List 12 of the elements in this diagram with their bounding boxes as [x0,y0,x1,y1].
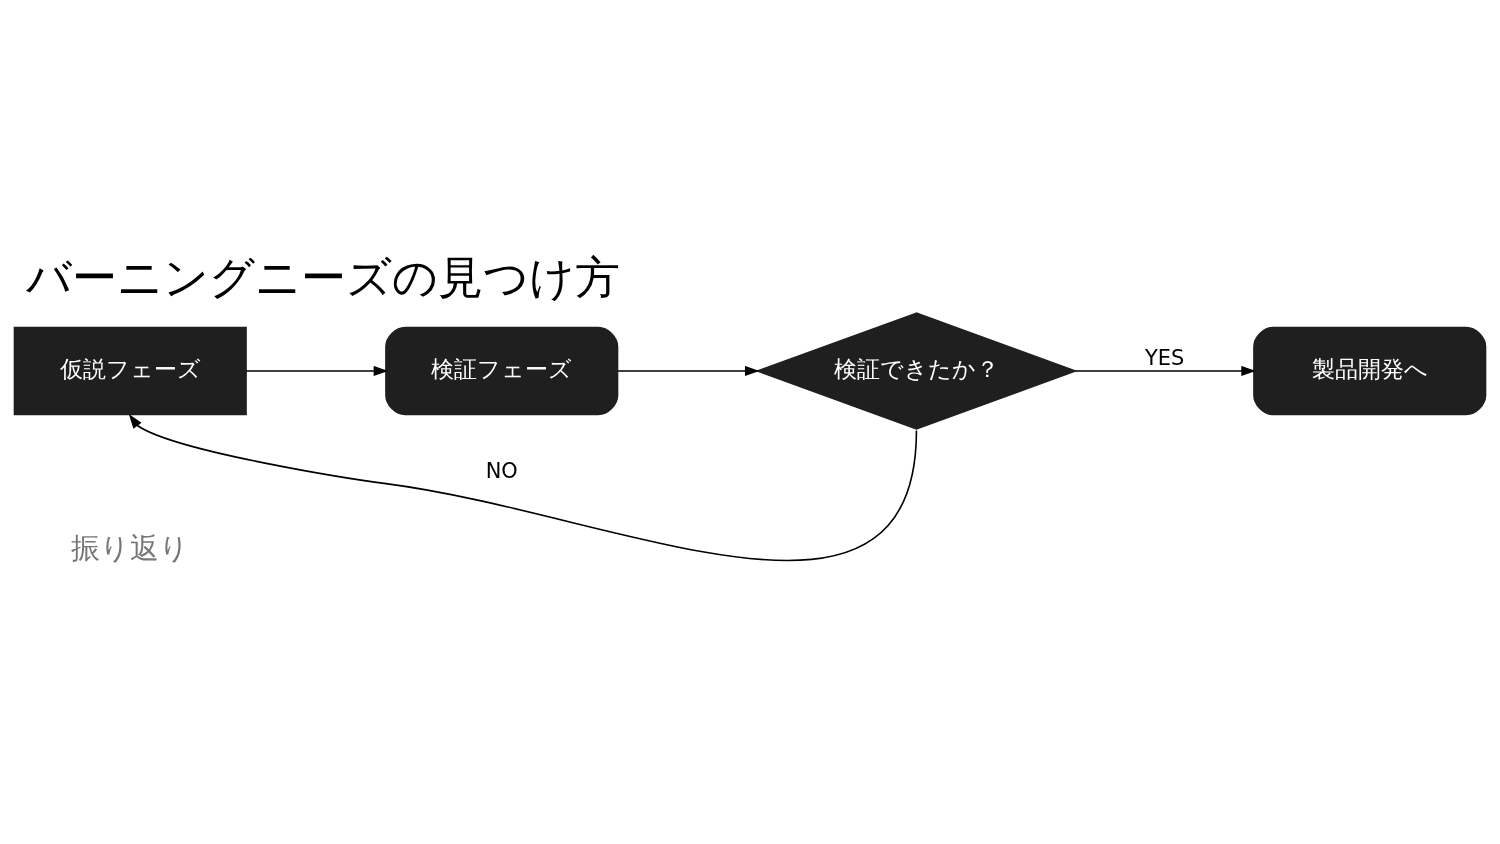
arrow [617,365,760,376]
arrow [1074,365,1256,376]
label: 振り返り [71,530,190,565]
arrow [245,365,389,376]
node-diamond: 検証できたか？ [755,311,1078,430]
arrow [128,413,918,561]
node-box: 製品開発へ [1253,326,1487,415]
edge-label: YES [1145,345,1185,370]
node-box: 仮説フェーズ [13,326,247,415]
edge-label: NO [485,458,518,483]
node-box: 検証フェーズ [385,326,619,415]
diagram-title: バーニングニーズの見つけ方 [26,250,621,304]
